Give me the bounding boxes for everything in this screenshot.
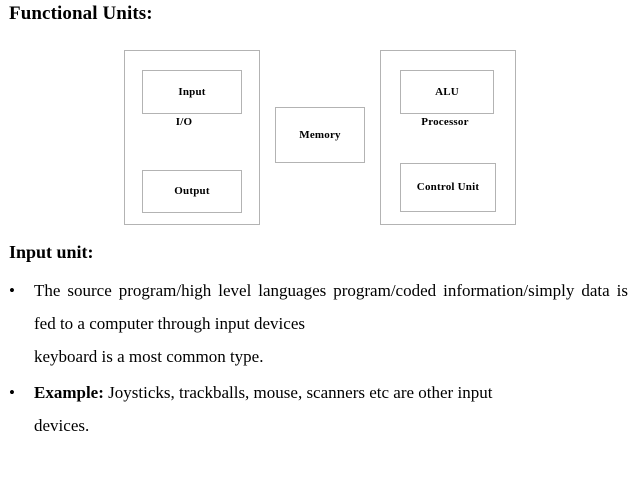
- bullet-marker-icon: •: [9, 383, 15, 402]
- control-unit-box-label: Control Unit: [416, 181, 480, 193]
- alu-box-label: ALU: [435, 85, 459, 98]
- section-heading: Input unit:: [9, 242, 94, 262]
- input-box: Input: [142, 70, 242, 114]
- input-box-label: Input: [178, 85, 206, 98]
- list-item-text: Example: Joysticks, trackballs, mouse, s…: [34, 376, 628, 442]
- memory-box: Memory: [275, 107, 365, 163]
- page-title: Functional Units:: [9, 3, 153, 24]
- list-item: • The source program/high level language…: [9, 274, 629, 373]
- output-box: Output: [142, 170, 242, 213]
- control-unit-box: Control Unit: [400, 163, 496, 212]
- memory-box-label: Memory: [299, 128, 341, 141]
- processor-group-label: Processor: [421, 116, 469, 128]
- list-item-line: Joysticks, trackballs, mouse, scanners e…: [108, 383, 493, 402]
- output-box-label: Output: [174, 185, 210, 197]
- list-item-line: devices.: [34, 416, 90, 435]
- list-item: • Example: Joysticks, trackballs, mouse,…: [9, 376, 629, 442]
- list-item-text: The source program/high level languages …: [34, 274, 628, 373]
- io-group-label: I/O: [175, 116, 193, 128]
- functional-units-diagram: Input I/O Output Memory ALU Processor Co…: [0, 0, 638, 232]
- bullet-marker-icon: •: [9, 281, 15, 300]
- list-item-line: The source program/high level languages …: [34, 281, 628, 333]
- list-item-lead: Example:: [34, 383, 104, 402]
- alu-box: ALU: [400, 70, 494, 114]
- list-item-line: keyboard is a most common type.: [34, 347, 264, 366]
